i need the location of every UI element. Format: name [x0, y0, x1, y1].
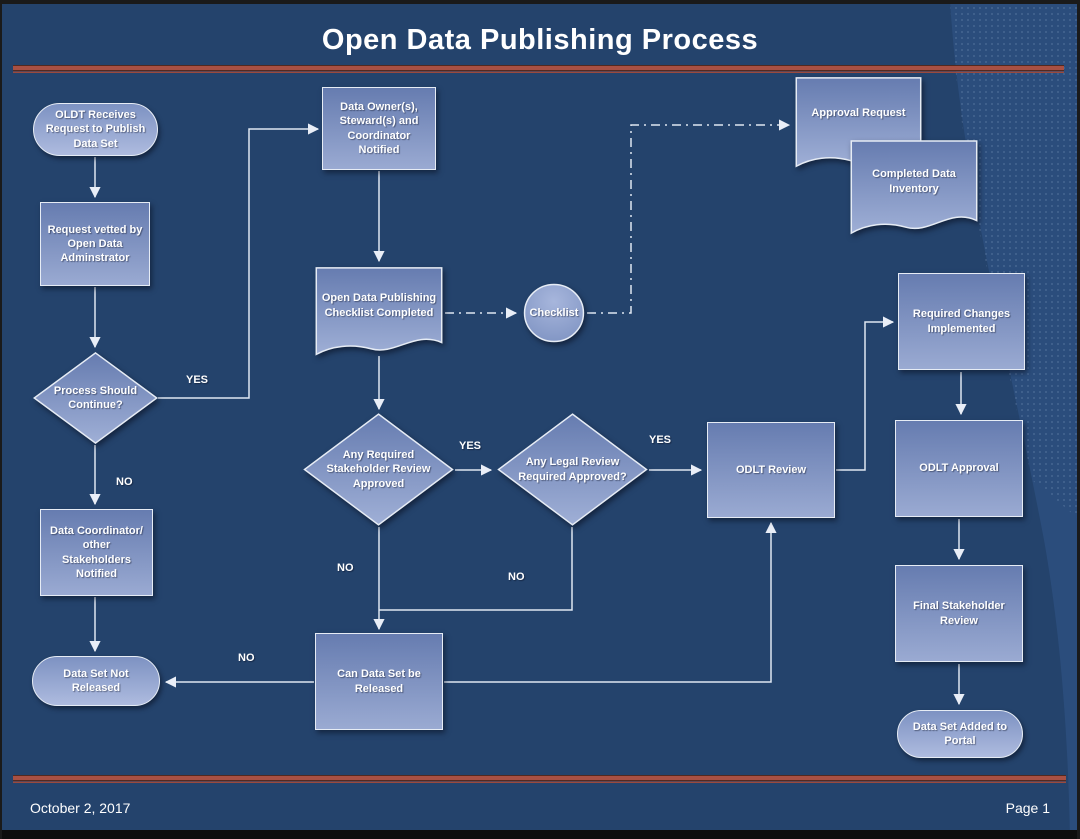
node-label: Any Required Stakeholder Review Approved	[326, 449, 431, 490]
node-checklist-completed: Open Data Publishing Checklist Completed	[315, 267, 443, 358]
edge-label-continue-yes: YES	[186, 374, 209, 386]
node-data-set-added: Data Set Added to Portal	[897, 710, 1023, 758]
node-label: Completed Data Inventory	[872, 168, 956, 195]
node-completed-data-inventory: Completed Data Inventory	[850, 140, 978, 237]
node-final-stakeholder-review: Final Stakeholder Review	[895, 565, 1023, 662]
frame-edge-left	[0, 0, 2, 839]
bottom-divider-rule	[13, 775, 1066, 783]
node-legal-review: Any Legal Review Required Approved?	[497, 413, 648, 526]
node-stakeholder-review: Any Required Stakeholder Review Approved	[303, 413, 454, 526]
node-label: ODLT Approval	[919, 462, 999, 475]
node-label: Data Set Not Released	[63, 667, 129, 694]
node-label: Data Set Added to Portal	[912, 720, 1008, 747]
edge-label-continue-no: NO	[116, 476, 133, 488]
frame-edge-bottom	[0, 830, 1080, 839]
node-odlt-review: ODLT Review	[707, 422, 835, 518]
footer-date: October 2, 2017	[30, 800, 131, 816]
document-shape	[850, 140, 978, 237]
node-label: Can Data Set be Released	[337, 668, 421, 695]
node-checklist-connector: Checklist	[523, 283, 585, 343]
top-divider-rule	[13, 65, 1064, 73]
node-oldt-receives: OLDT Receives Request to Publish Data Se…	[33, 103, 158, 156]
frame-edge-right	[1077, 0, 1080, 839]
node-label: Process Should Continue?	[53, 384, 138, 411]
node-label: ODLT Review	[735, 463, 807, 476]
edge-label-stakeholder-no: NO	[337, 562, 354, 574]
diamond-shape	[497, 413, 648, 526]
edge-label-legal-yes: YES	[649, 434, 672, 446]
node-label: Checklist	[529, 306, 579, 319]
node-label: Open Data Publishing Checklist Completed	[321, 292, 437, 319]
edge-label-release-no: NO	[238, 652, 255, 664]
node-label: Required Changes Implemented	[912, 308, 1011, 335]
node-process-should-continue: Process Should Continue?	[33, 352, 158, 444]
node-data-coordinator-notified: Data Coordinator/ other Stakeholders Not…	[40, 509, 153, 596]
frame-edge-top	[0, 0, 1080, 4]
edge-label-legal-no: NO	[508, 571, 525, 583]
node-data-set-not-released: Data Set Not Released	[32, 656, 160, 706]
node-label: Data Coordinator/ other Stakeholders Not…	[50, 524, 143, 580]
node-data-owner-notified: Data Owner(s), Steward(s) and Coordinato…	[322, 87, 436, 170]
diamond-shape	[33, 352, 158, 444]
node-label: Data Owner(s), Steward(s) and Coordinato…	[339, 100, 419, 156]
node-label: Approval Request	[811, 107, 906, 120]
circle-shape	[523, 283, 585, 343]
page-title: Open Data Publishing Process	[321, 24, 759, 56]
footer-page-number: Page 1	[1005, 800, 1050, 816]
node-label: Request vetted by Open Data Adminstrator	[47, 223, 143, 265]
node-request-vetted: Request vetted by Open Data Adminstrator	[40, 202, 150, 286]
node-label: Any Legal Review Required Approved?	[518, 456, 627, 483]
node-odlt-approval: ODLT Approval	[895, 420, 1023, 517]
node-can-data-set-released: Can Data Set be Released	[315, 633, 443, 730]
document-shape	[315, 267, 443, 358]
diamond-shape	[303, 413, 454, 526]
node-label: Final Stakeholder Review	[913, 600, 1005, 627]
node-required-changes: Required Changes Implemented	[898, 273, 1025, 370]
node-label: OLDT Receives Request to Publish Data Se…	[45, 109, 146, 150]
edge-label-stakeholder-yes: YES	[459, 440, 482, 452]
